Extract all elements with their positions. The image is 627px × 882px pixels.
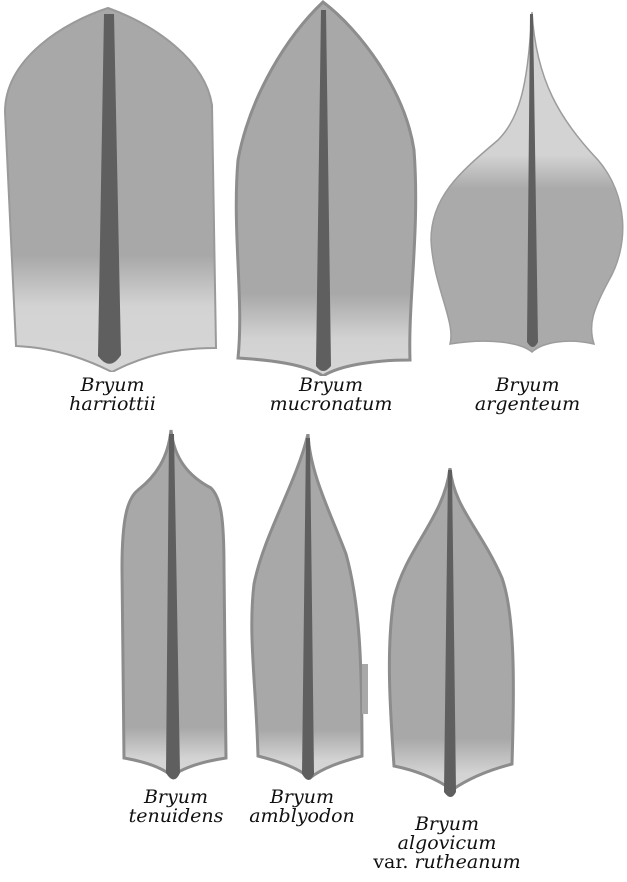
leaf-edge-fragment [362,664,368,714]
leaf-argenteum-illustration [428,0,627,366]
caption-mucronatum: Bryum mucronatum [216,376,446,414]
leaf-mucronatum-illustration [230,0,430,376]
leaf-amblyodon-illustration [236,434,368,786]
variety-label: var. rutheanum [372,853,522,872]
caption-harriottii: Bryum harriottii [0,376,225,414]
leaf-tenuidens-illustration [116,428,236,786]
species-label: argenteum [428,395,627,414]
leaf-harriottii-illustration [0,0,225,372]
lamina [431,12,623,352]
caption-argenteum: Bryum argenteum [428,376,627,414]
leaf-algovicum-rutheanum-illustration [384,468,524,808]
caption-algovicum-rutheanum: Bryum algovicum var. rutheanum [372,815,522,872]
species-label: mucronatum [216,395,446,414]
species-label: harriottii [0,395,225,414]
caption-amblyodon: Bryum amblyodon [236,788,368,826]
caption-tenuidens: Bryum tenuidens [106,788,246,826]
variety-name: rutheanum [414,851,520,873]
variety-prefix: var. [373,851,408,873]
species-label: tenuidens [106,807,246,826]
species-label: amblyodon [236,807,368,826]
